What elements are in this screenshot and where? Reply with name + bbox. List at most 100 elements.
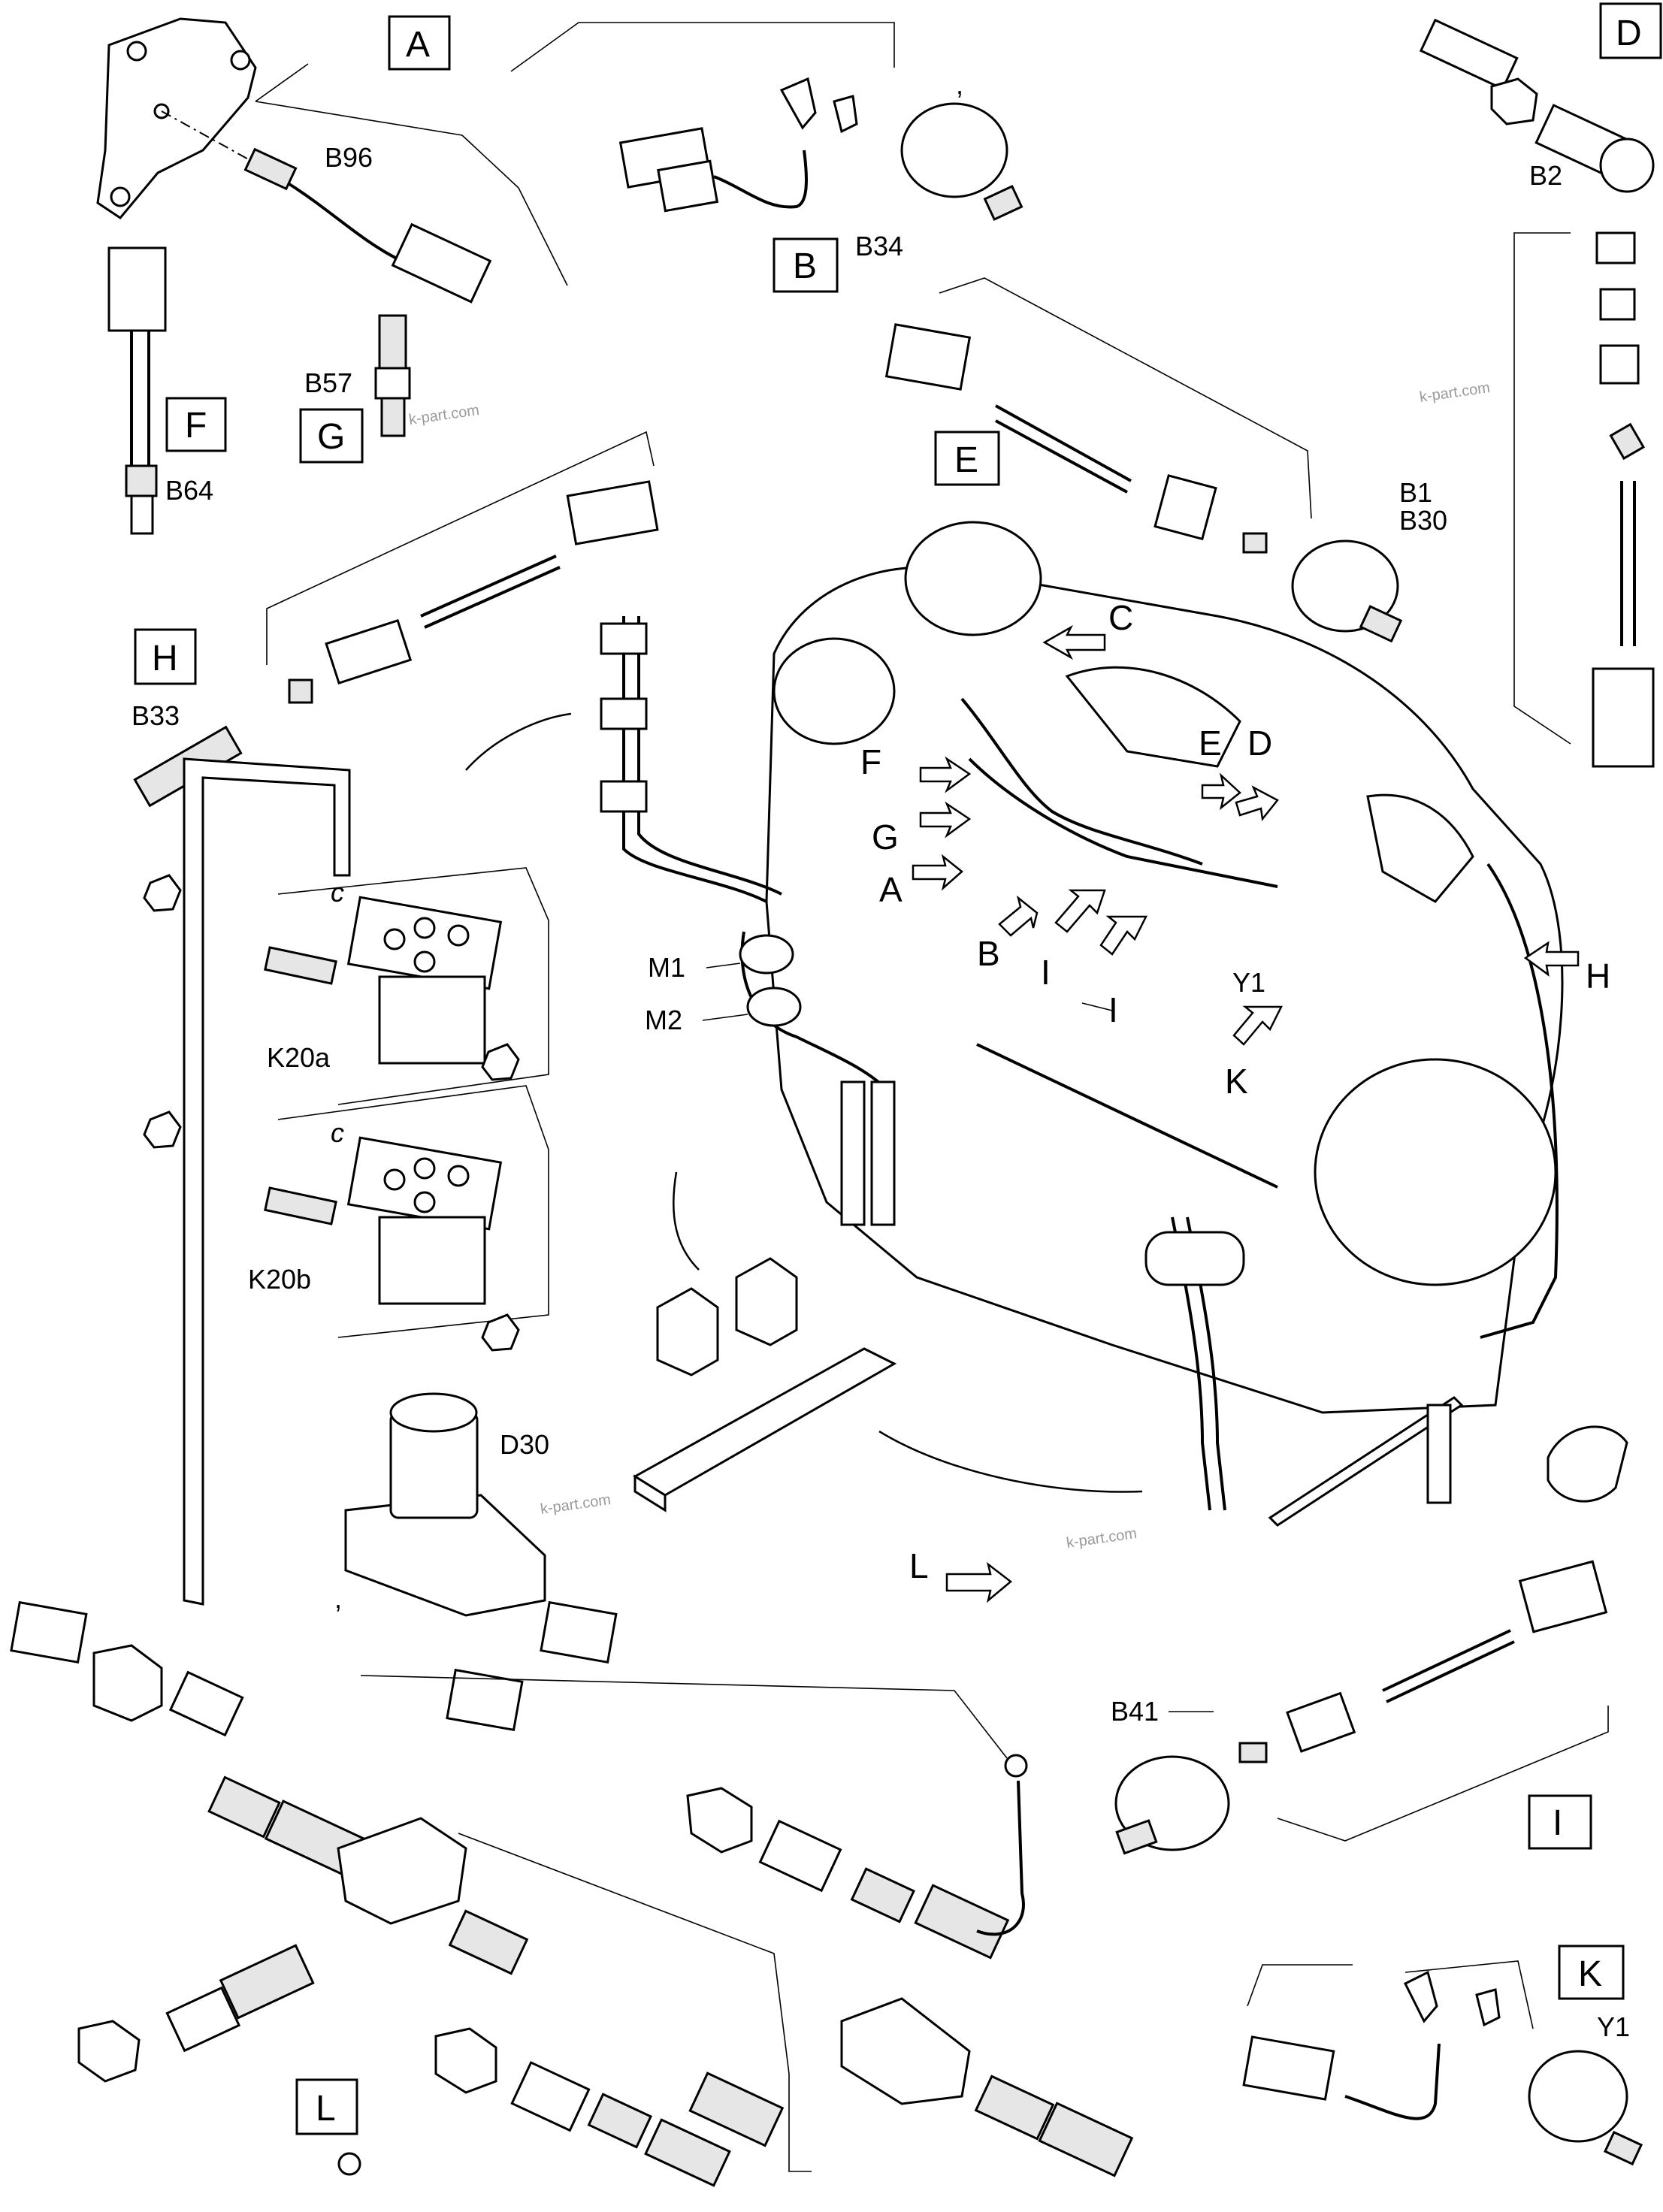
part-label-b2: B2 [1529, 160, 1562, 191]
d30-top [389, 1392, 478, 1433]
move-arrow-1 [465, 712, 572, 771]
part-label-y1-engine: Y1 [1232, 967, 1265, 998]
part-label-b33: B33 [132, 700, 180, 731]
sensor-b64-tip [130, 494, 154, 535]
section-box-d [1599, 2, 1662, 59]
sensor-b41-stem [1115, 1819, 1158, 1855]
relay-k20a-nut [481, 1043, 520, 1081]
turbo-left [773, 637, 896, 745]
section-label-b: B [793, 246, 817, 286]
relay-k20a [264, 896, 520, 1081]
harness-drop-2 [637, 616, 782, 896]
conduit-l-10 [974, 2075, 1055, 2141]
section-e-group [884, 277, 1403, 643]
leader-a3 [461, 134, 519, 189]
boot-e [1154, 474, 1217, 541]
engine-cover [1366, 793, 1474, 903]
part-d-1 [1595, 231, 1636, 264]
part-label-b34: B34 [855, 231, 903, 261]
sensor-b64-body [125, 464, 158, 497]
conduit-l-3 [219, 1944, 315, 2020]
section-l-group [10, 1600, 1134, 2187]
section-label-l: L [316, 2089, 336, 2129]
relay-k20b-terminal [447, 1165, 470, 1187]
junction-fitting-l [840, 1997, 971, 2105]
eyelet-b [833, 95, 858, 134]
bracket-l [458, 1833, 812, 2172]
connector-d [1592, 667, 1655, 768]
relay-k20b [264, 1136, 520, 1352]
ground-eyelet-l [1004, 1754, 1028, 1778]
sleeve-l-4 [510, 2061, 591, 2132]
connector-h [566, 480, 659, 545]
callout-arrow-g [919, 801, 972, 839]
fuel-filter-2 [870, 1080, 896, 1226]
engine-callout-c: C [1108, 598, 1133, 637]
ring-terminal-l [337, 2152, 361, 2176]
connector-k [1242, 2035, 1335, 2101]
conduit-l-9 [644, 2118, 731, 2187]
tee-fitting [337, 1817, 467, 1925]
part-label-b41: B41 [1111, 1696, 1159, 1727]
part-d-2 [1599, 288, 1636, 321]
cable-k [1344, 2043, 1441, 2120]
relay-k20b-coil [378, 1216, 486, 1305]
motor-m1 [739, 934, 794, 975]
boot-h [325, 618, 413, 684]
connector-l-1 [10, 1600, 88, 1664]
conduit-l-4 [448, 1909, 529, 1975]
part-b57-upper [378, 314, 407, 370]
harness-clip-3 [600, 780, 648, 813]
watermark-1: k-part.com [1419, 379, 1492, 406]
leader-b-frame [510, 22, 895, 72]
terminal-e [1242, 532, 1268, 554]
solenoid-y1-stem [1603, 2130, 1643, 2166]
callout-arrow-e [1201, 772, 1241, 811]
relay-k20b-bolt [264, 1186, 337, 1225]
section-a-group [96, 17, 568, 304]
leader-a4 [518, 187, 568, 286]
cable-h-2 [424, 566, 561, 629]
sensor-b2-head [1599, 137, 1655, 193]
component-d30 [344, 1392, 546, 1617]
relay-k20a-terminal [383, 928, 406, 950]
callout-arrow-f [919, 756, 972, 793]
cable-clamp [1547, 1425, 1628, 1503]
gland-l-2 [77, 2020, 141, 2083]
comma-2: , [334, 1583, 342, 1614]
axis-line [161, 110, 260, 166]
engine-callout-e: E [1199, 724, 1222, 763]
flywheel-housing [1314, 1058, 1557, 1286]
comma-1: , [956, 69, 963, 100]
callout-arrow-c [1042, 624, 1106, 660]
flange-hole [230, 50, 251, 71]
fuel-filter-1 [840, 1080, 866, 1226]
section-g-group [374, 314, 411, 437]
mounting-panel [143, 757, 549, 1606]
flange-hole [126, 41, 147, 62]
rail-block-2 [735, 1257, 798, 1346]
section-b-group [510, 22, 1024, 222]
part-label-k20a: K20a [267, 1042, 331, 1073]
section-k-group [1242, 1960, 1643, 2166]
relay-k20a-bolt [264, 946, 337, 985]
sleeve-l-3 [758, 1819, 842, 1893]
part-d-4 [1609, 422, 1646, 461]
cable-i-2 [1386, 1640, 1515, 1703]
manifold [1065, 666, 1241, 768]
relay-k20a-terminal [413, 950, 436, 973]
sensor-b34-stem [983, 184, 1024, 222]
rail-end [633, 1474, 667, 1512]
bracket-k20b [277, 1085, 549, 1338]
part-label-b96: B96 [325, 142, 373, 173]
connector-e [884, 323, 972, 391]
gland-l-3 [686, 1787, 753, 1854]
move-arrow-2 [673, 1171, 700, 1271]
section-box-h [134, 628, 197, 685]
leader-i [1081, 1002, 1113, 1011]
alternator [1144, 1231, 1245, 1286]
sensor-d-nut [1490, 77, 1538, 125]
section-box-l [295, 2078, 358, 2135]
rail-right [1268, 1396, 1464, 1527]
relay-k20b-terminal [413, 1157, 436, 1180]
